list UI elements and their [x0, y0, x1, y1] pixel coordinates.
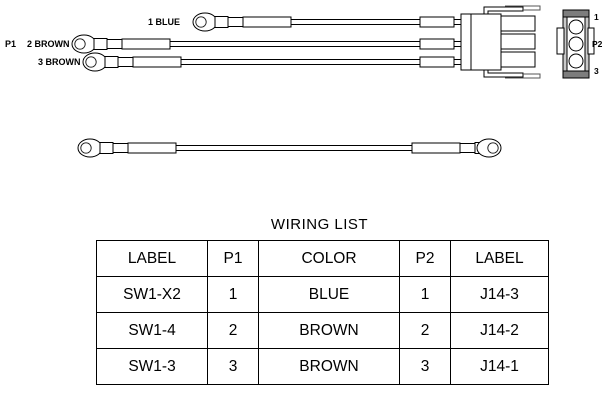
- cell-label1: SW1-4: [96, 312, 208, 349]
- wire-3-brown: [82, 52, 468, 72]
- wire-2-brown: [71, 34, 468, 54]
- cable-left-terminal: [77, 138, 177, 158]
- single-cable-assembly-drawing: [77, 138, 502, 158]
- p2-label: P2: [592, 39, 603, 49]
- cell-label2: J14-3: [450, 276, 549, 313]
- cell-p1: 2: [207, 312, 259, 349]
- harness-text-labels: 1 BLUE P1 2 BROWN 3 BROWN 1 P2 3: [5, 12, 603, 76]
- cell-p1: 1: [207, 276, 259, 313]
- p2-pin-1-label: 1: [594, 12, 599, 22]
- harness-assembly-drawing: [71, 5, 595, 79]
- cell-label2: J14-1: [450, 348, 549, 385]
- wire-3-label: 3 BROWN: [38, 57, 81, 67]
- cable-right-terminal: [411, 138, 502, 158]
- wiring-list-table: LABEL P1 COLOR P2 LABEL SW1-X2 1 BLUE 1 …: [96, 240, 549, 385]
- cell-p2: 3: [399, 348, 451, 385]
- table-row: SW1-4 2 BROWN 2 J14-2: [96, 312, 549, 349]
- wire-1-label: 1 BLUE: [148, 17, 180, 27]
- table-row: SW1-3 3 BROWN 3 J14-1: [96, 348, 549, 385]
- column-header-p1: P1: [207, 240, 259, 277]
- cell-label1: SW1-X2: [96, 276, 208, 313]
- cell-label1: SW1-3: [96, 348, 208, 385]
- p1-connector-label: P1: [5, 39, 16, 49]
- cell-p1: 3: [207, 348, 259, 385]
- wiring-list-title: WIRING LIST: [270, 216, 369, 233]
- cell-color: BROWN: [258, 312, 400, 349]
- column-header-color: COLOR: [258, 240, 400, 277]
- column-header-p2: P2: [399, 240, 451, 277]
- p2-connector: [556, 9, 595, 79]
- wire-2-label: 2 BROWN: [27, 39, 70, 49]
- table-header-row: LABEL P1 COLOR P2 LABEL: [96, 240, 549, 277]
- cable-body: [176, 145, 412, 151]
- column-header-label-p1: LABEL: [96, 240, 208, 277]
- cell-p2: 1: [399, 276, 451, 313]
- column-header-label-p2: LABEL: [450, 240, 549, 277]
- p2-pin-3-label: 3: [594, 66, 599, 76]
- cell-p2: 2: [399, 312, 451, 349]
- cell-color: BLUE: [258, 276, 400, 313]
- wire-1-blue: [192, 12, 468, 32]
- cell-color: BROWN: [258, 348, 400, 385]
- cell-label2: J14-2: [450, 312, 549, 349]
- p1-connector-body: [460, 5, 541, 79]
- wiring-list-section: WIRING LIST LABEL P1 COLOR P2 LABEL SW1-…: [96, 216, 549, 385]
- table-row: SW1-X2 1 BLUE 1 J14-3: [96, 276, 549, 313]
